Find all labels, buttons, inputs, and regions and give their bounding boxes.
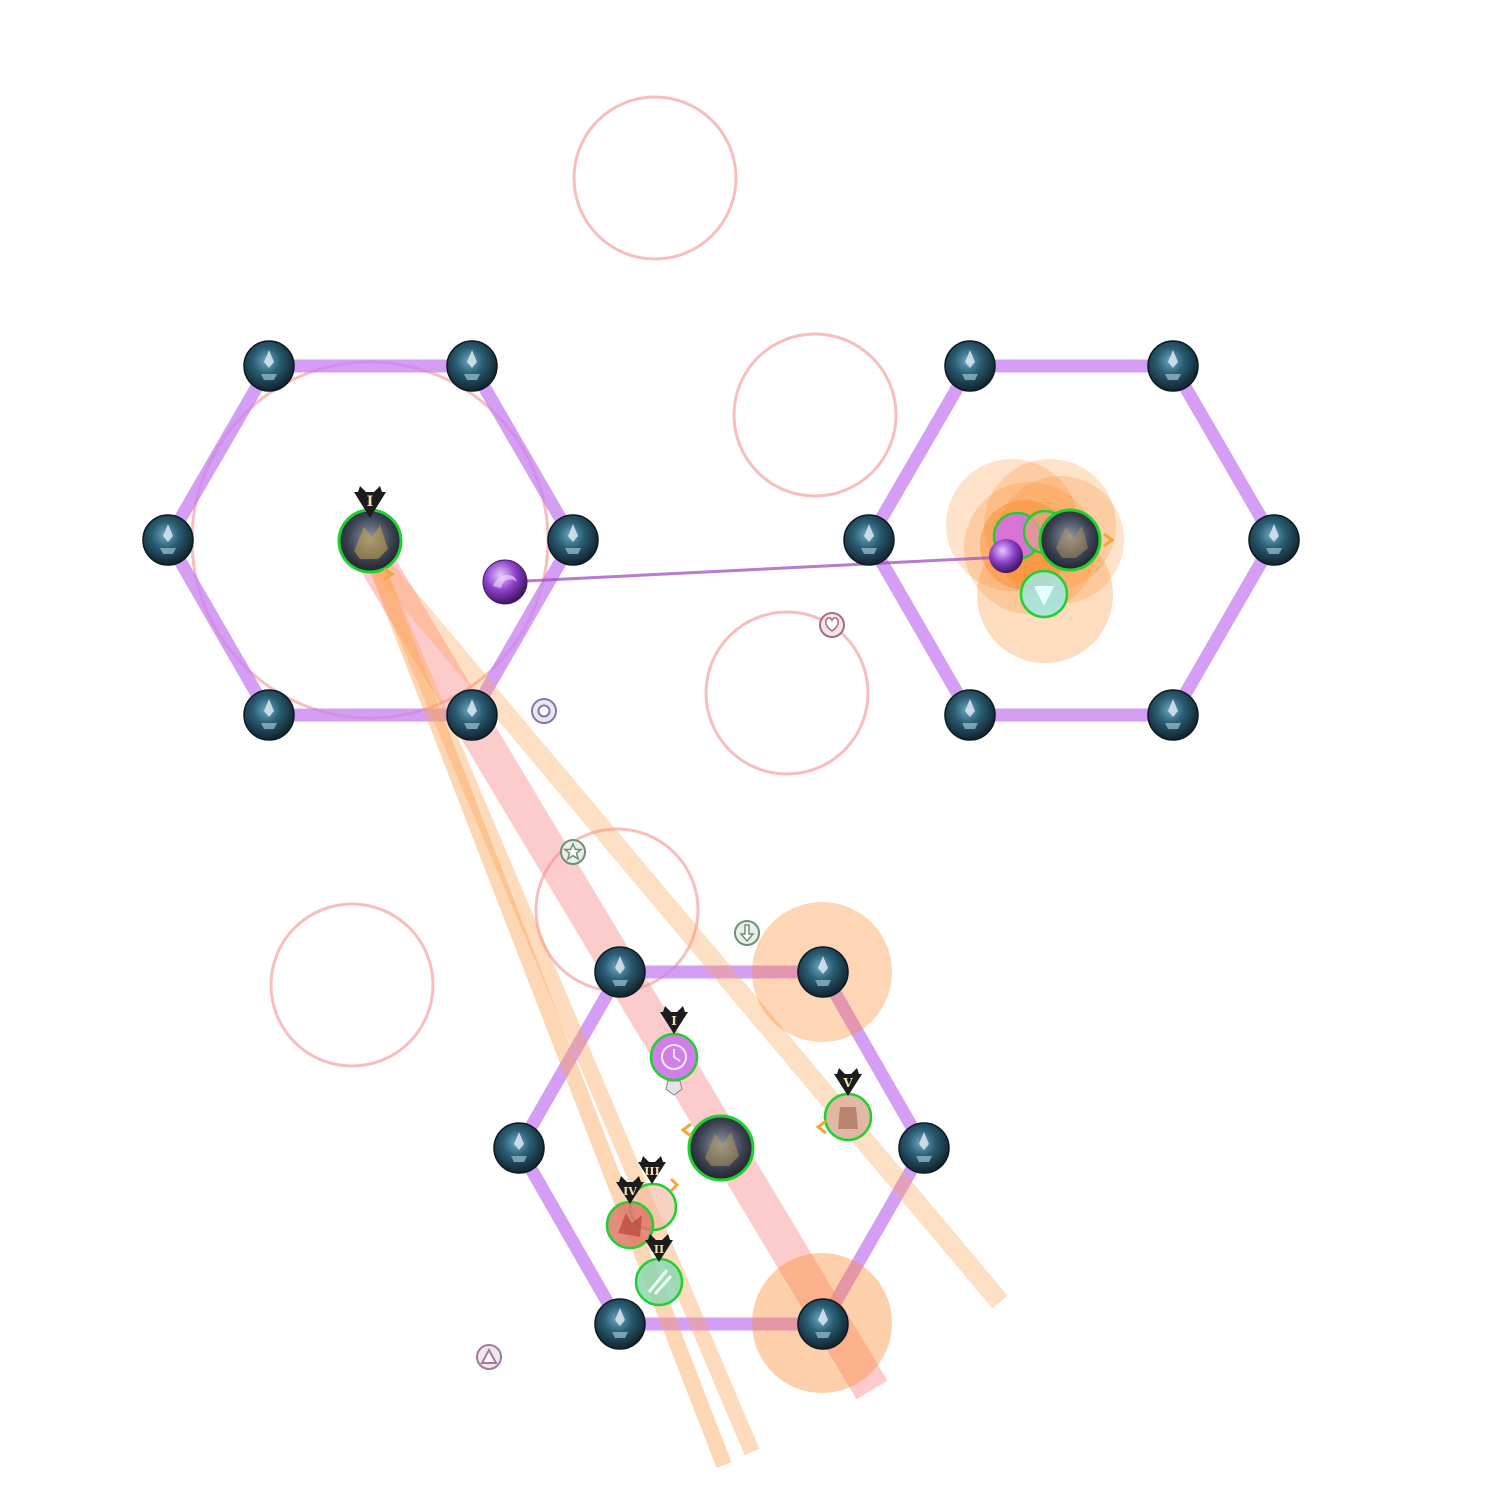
tower-icon[interactable] [243,689,295,741]
role-marker-boss-left: I [354,486,386,518]
player-2-marker[interactable] [634,1257,684,1307]
right-cluster [989,508,1115,619]
towers [142,340,1300,1350]
tower-icon[interactable] [1147,340,1199,392]
danger-ring [704,610,870,776]
role-numeral: IV [623,1185,637,1198]
purple-orb-icon[interactable] [482,559,528,605]
role-numeral: III [644,1165,659,1178]
tower-icon[interactable] [898,1122,950,1174]
role-marker-player-5: V [834,1068,862,1096]
tower-icon[interactable] [446,689,498,741]
role-numeral: I [671,1014,677,1028]
tower-icon[interactable] [944,689,996,741]
danger-ring [572,95,738,261]
circle-waymark-icon[interactable] [531,698,557,724]
role-numeral: V [842,1076,853,1090]
tower-icon[interactable] [797,946,849,998]
tower-icon[interactable] [1248,514,1300,566]
line-aoe-orange [364,551,760,1456]
tower-icon[interactable] [547,514,599,566]
tower-icon[interactable] [1147,689,1199,741]
tower-icon[interactable] [797,1298,849,1350]
star-waymark-icon[interactable] [560,839,586,865]
player-4-marker[interactable] [605,1200,655,1250]
role-marker-player-3: III [638,1156,666,1184]
role-numeral: I [367,494,374,510]
danger-ring [732,332,898,498]
boss-right[interactable] [1038,508,1115,572]
heart-waymark-icon[interactable] [819,612,845,638]
tower-icon[interactable] [594,1298,646,1350]
triangle-waymark-icon[interactable] [476,1344,502,1370]
tower-icon[interactable] [142,514,194,566]
player-marker[interactable] [1019,569,1069,619]
boss-bottom[interactable] [680,1114,755,1182]
tower-icon[interactable] [944,340,996,392]
tether-line [504,555,1006,584]
player-1-marker[interactable] [649,1032,699,1096]
tower-icon[interactable] [493,1122,545,1174]
tower-icon[interactable] [243,340,295,392]
line-aoe-orange [364,548,1008,1309]
tower-icon[interactable] [594,946,646,998]
player-5-marker[interactable] [815,1092,873,1142]
line-aoe-orange [364,552,732,1468]
waymarks [476,612,845,1370]
bottom-players: I V III [605,1006,873,1307]
role-marker-player-1: I [660,1006,688,1034]
player-marker[interactable] [989,539,1023,573]
tower-icon[interactable] [843,514,895,566]
role-marker-player-2: II [645,1234,673,1262]
role-marker-player-4: IV [616,1176,644,1204]
danger-ring [269,902,435,1068]
down-arrow-waymark-icon[interactable] [734,920,760,946]
role-numeral: II [654,1243,664,1256]
tower-icon[interactable] [446,340,498,392]
